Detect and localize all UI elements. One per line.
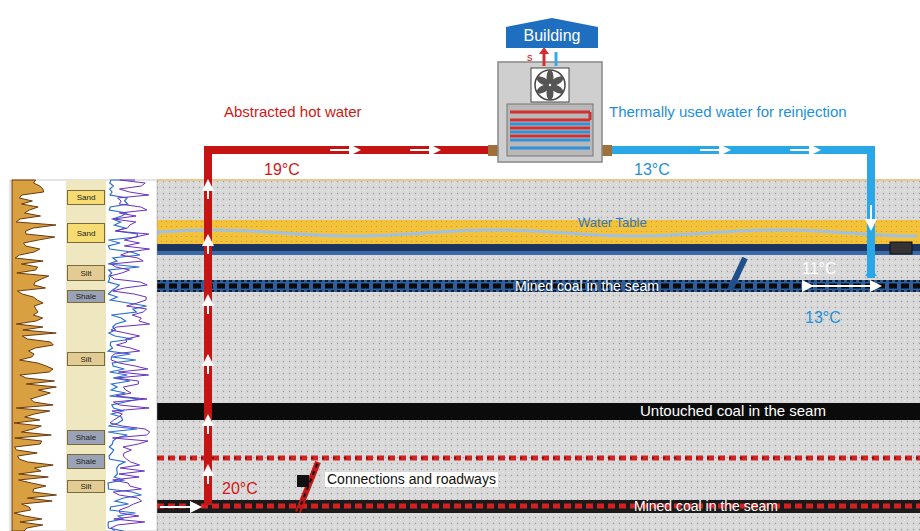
lithology-label: Shale bbox=[76, 457, 96, 466]
water-table-label: Water Table bbox=[578, 216, 647, 230]
lithology-label: Shale bbox=[76, 433, 96, 442]
lithology-label: Silt bbox=[80, 355, 91, 364]
lithology-label: Sand bbox=[77, 229, 96, 238]
pipe-label: Abstracted hot water bbox=[224, 104, 362, 121]
lithology-box: Shale bbox=[67, 430, 105, 445]
lithology-box: Sand bbox=[67, 223, 105, 243]
lithology-box: Silt bbox=[67, 480, 105, 493]
lithology-label: Silt bbox=[80, 482, 91, 491]
building-label: Building bbox=[524, 27, 581, 45]
lithology-box: Sand bbox=[67, 190, 105, 205]
temperature: 19°C bbox=[264, 161, 300, 179]
building-shape: Building bbox=[506, 18, 598, 48]
temperature: 13°C bbox=[634, 161, 670, 179]
lithology-box: Silt bbox=[67, 352, 105, 366]
lithology-box: Shale bbox=[67, 290, 105, 303]
seam-label: Mined coal in the seam bbox=[634, 499, 778, 514]
pipe-label: Thermally used water for reinjection bbox=[609, 104, 847, 121]
seam-label: Untouched coal in the seam bbox=[640, 403, 826, 420]
flow-mark: s bbox=[527, 51, 533, 63]
temperature: 13°C bbox=[805, 309, 841, 327]
temperature: 20°C bbox=[222, 480, 258, 498]
lithology-label: Shale bbox=[76, 292, 96, 301]
lithology-label: Silt bbox=[80, 269, 91, 278]
seam-label: Mined coal in the seam bbox=[515, 279, 659, 294]
lithology-label: Sand bbox=[77, 193, 96, 202]
lithology-box: Shale bbox=[67, 454, 105, 469]
lithology-box: Silt bbox=[67, 265, 105, 281]
temperature: 11°C bbox=[802, 260, 837, 278]
callout-label: Connections and roadways bbox=[325, 472, 498, 487]
